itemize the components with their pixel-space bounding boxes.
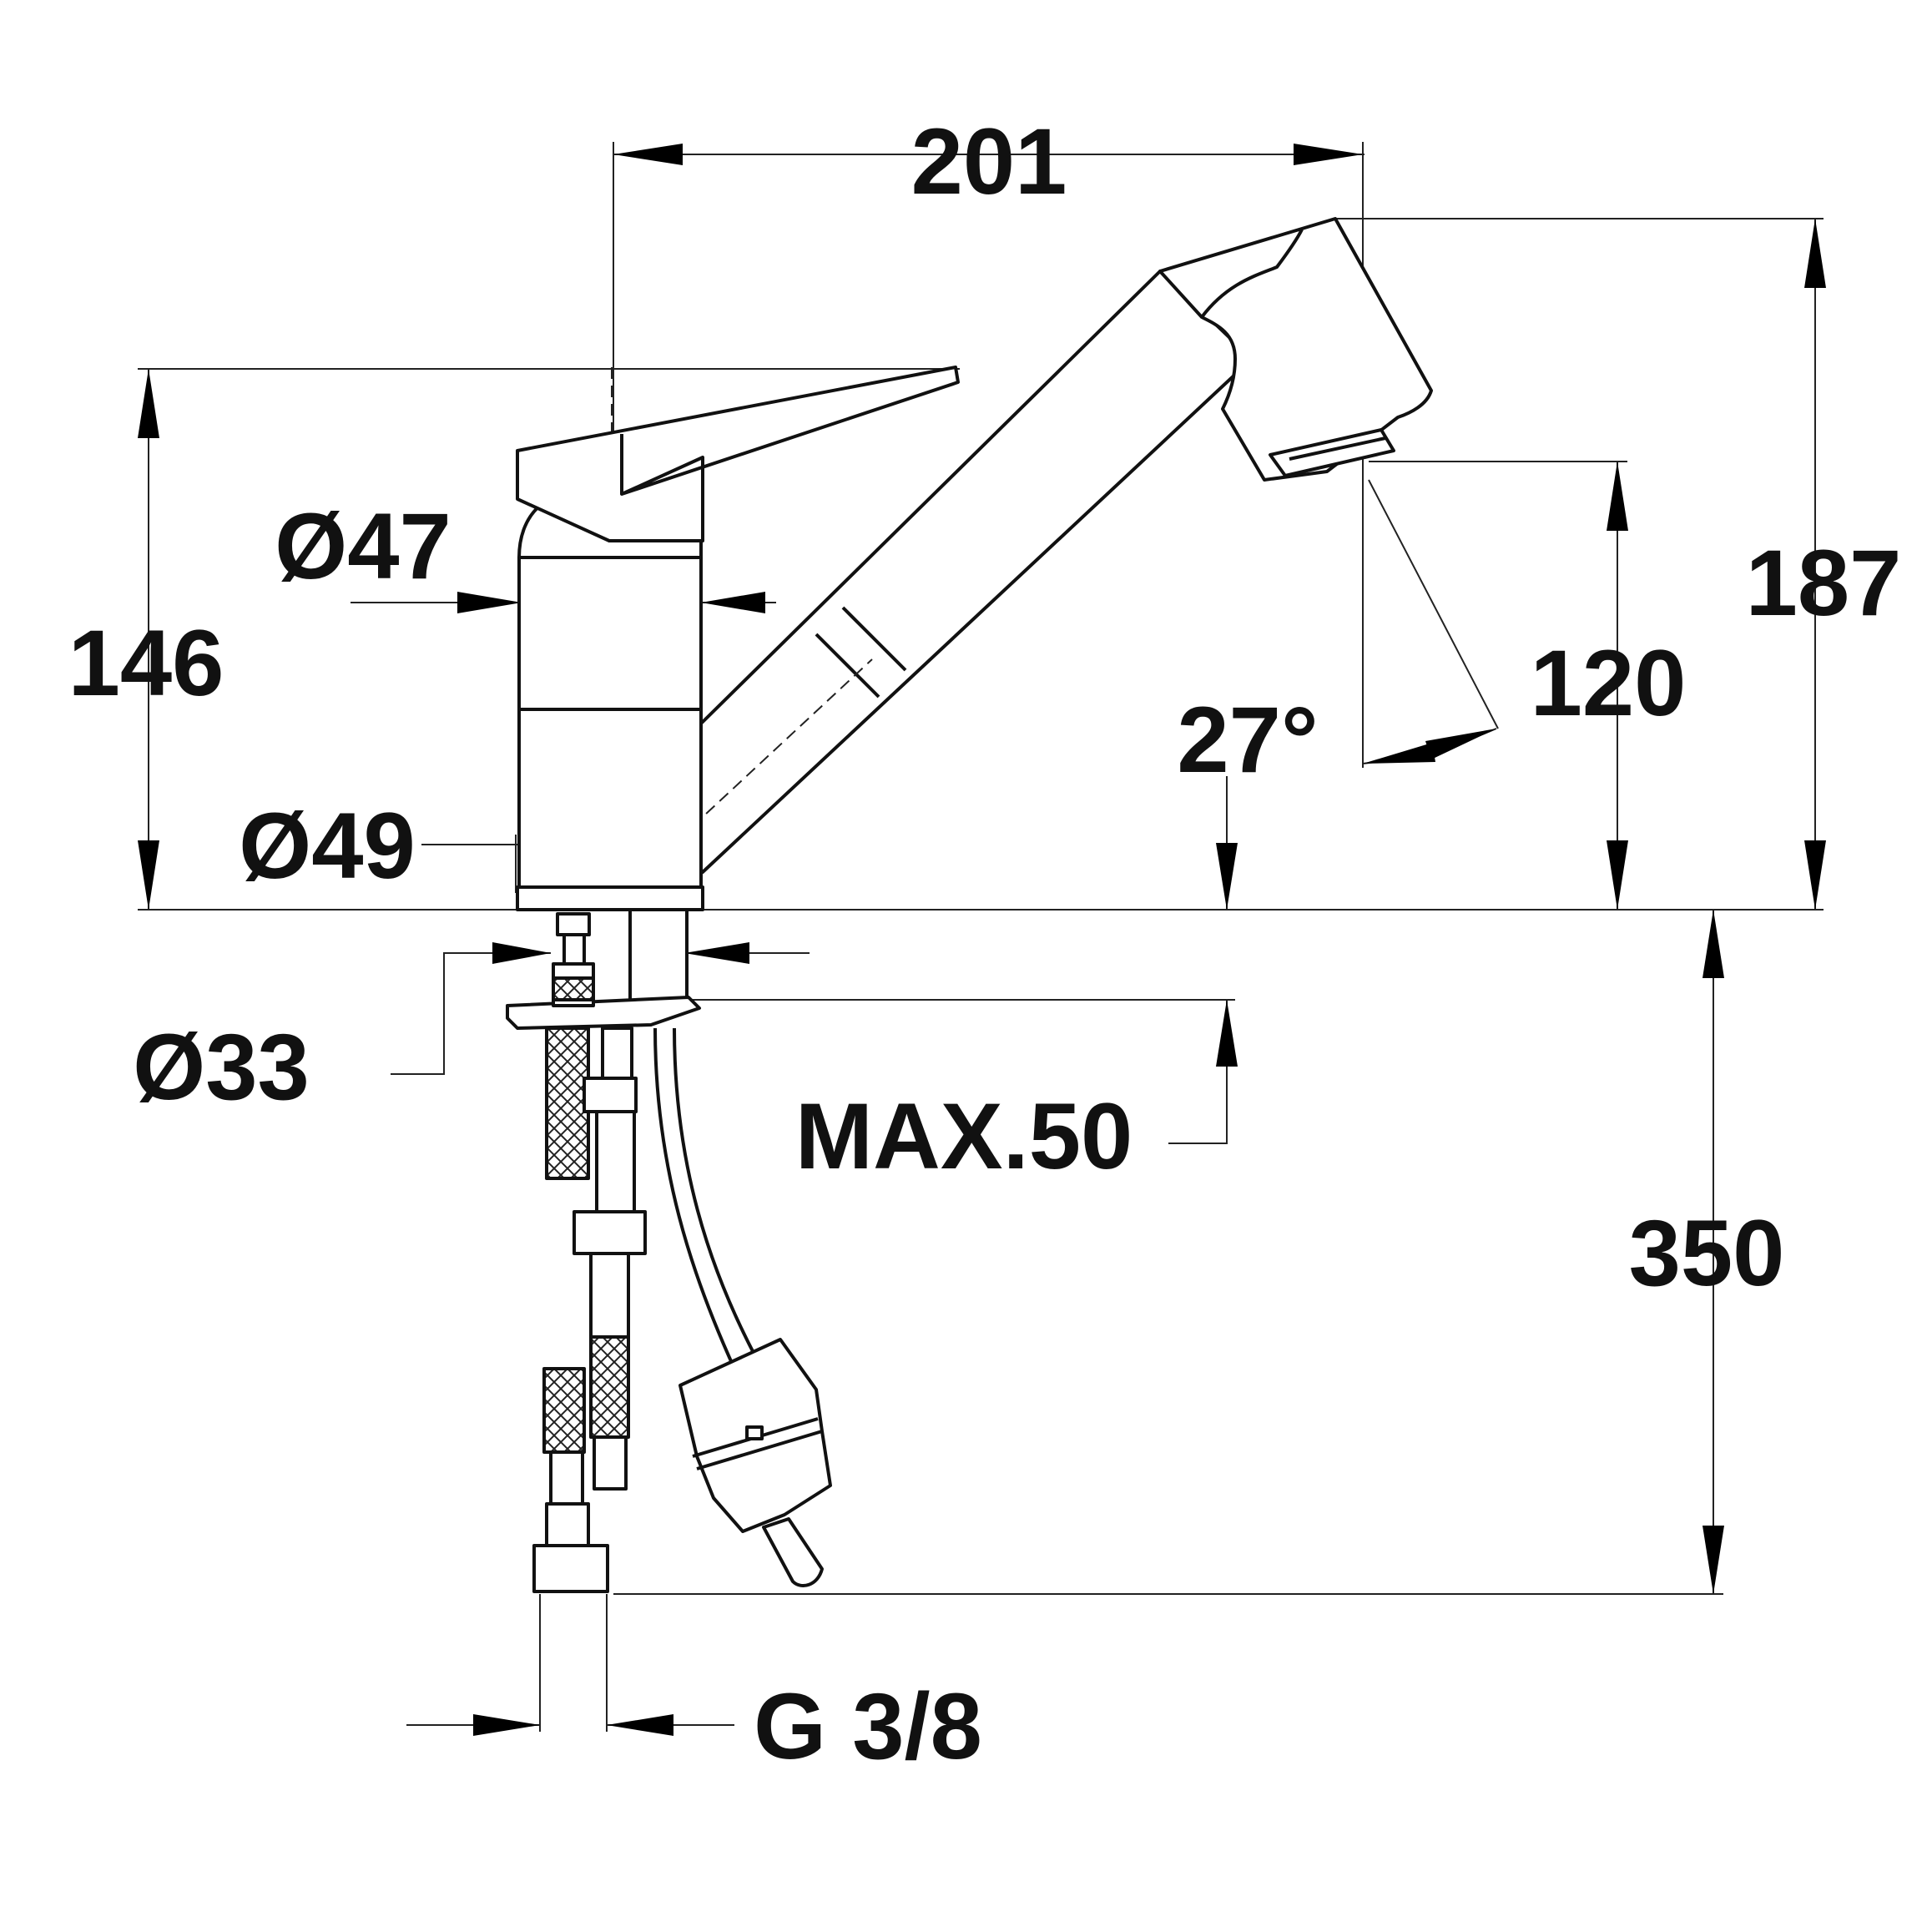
faucet bbox=[516, 217, 1433, 911]
label-thread-size: G 3/8 bbox=[754, 1674, 982, 1778]
height120-arrow-bottom bbox=[1607, 840, 1628, 910]
aerator bbox=[1269, 428, 1395, 477]
height187-arrow-top bbox=[1804, 219, 1826, 288]
under-counter-assembly bbox=[506, 908, 832, 1593]
hose-arrow-top bbox=[1702, 910, 1724, 978]
lever bbox=[516, 366, 960, 542]
width-arrow-right bbox=[1294, 144, 1363, 165]
shank bbox=[628, 908, 689, 1007]
pullout-hose-right-edge bbox=[673, 1027, 757, 1357]
supply-top-tube bbox=[562, 933, 586, 966]
label-base-diameter: Ø49 bbox=[239, 794, 416, 898]
label-spray-angle: 27° bbox=[1177, 688, 1318, 792]
base-ring bbox=[516, 885, 704, 911]
max50-arrow-up bbox=[1216, 1000, 1238, 1067]
hose-end-tail bbox=[762, 1517, 824, 1587]
height146-arrow-bottom bbox=[138, 840, 159, 910]
spray-head bbox=[1158, 217, 1433, 482]
dimension-labels: 201 187 120 146 27° Ø47 Ø49 Ø33 MAX.50 3… bbox=[68, 109, 1902, 1778]
d47-arrow-left bbox=[457, 592, 522, 613]
label-max-worktop: MAX.50 bbox=[795, 1084, 1133, 1188]
spout-arm bbox=[675, 270, 1254, 874]
supply-lower-tube bbox=[549, 1450, 584, 1506]
label-spout-height: 120 bbox=[1531, 631, 1687, 735]
aerator-ring bbox=[1289, 436, 1386, 461]
spout-band-2 bbox=[841, 606, 907, 672]
d33-arrow-left bbox=[492, 942, 551, 964]
d33-arrow-right bbox=[684, 942, 749, 964]
hose-arrow-bottom bbox=[1702, 1526, 1724, 1594]
supply-hose-left bbox=[545, 1027, 590, 1180]
angle-arrow-right bbox=[1425, 729, 1496, 759]
body-cylinder bbox=[517, 556, 703, 889]
label-handle-diameter: Ø47 bbox=[275, 494, 451, 598]
max50-leader bbox=[1168, 1000, 1228, 1144]
angle-ray bbox=[1368, 479, 1499, 729]
spout-band-1 bbox=[815, 633, 880, 699]
supply-hose-lower bbox=[542, 1367, 586, 1454]
supply-lower-collar bbox=[545, 1502, 590, 1547]
label-shank-diameter: Ø33 bbox=[133, 1015, 310, 1119]
supply-mesh-top bbox=[552, 976, 595, 1001]
supply-top-nut bbox=[556, 912, 591, 936]
width-arrow-left bbox=[613, 144, 683, 165]
height120-arrow-top bbox=[1607, 462, 1628, 531]
g38-arrow-right bbox=[607, 1714, 673, 1736]
pullout-hose-left-edge bbox=[653, 1027, 736, 1370]
counterweight-seam-2 bbox=[696, 1430, 823, 1470]
label-width: 201 bbox=[911, 109, 1067, 214]
label-total-height: 187 bbox=[1746, 531, 1902, 635]
g38-arrow-left bbox=[473, 1714, 540, 1736]
label-body-height: 146 bbox=[68, 611, 224, 715]
supply-end-nut bbox=[532, 1544, 609, 1593]
label-hose-length: 350 bbox=[1629, 1201, 1785, 1305]
center-pipe-mid bbox=[595, 1110, 636, 1213]
spray-head-crease bbox=[1200, 229, 1304, 319]
center-nut-1 bbox=[583, 1077, 638, 1113]
spout-hose-dash bbox=[692, 658, 873, 827]
counterweight-clip bbox=[745, 1425, 764, 1440]
center-nut-2 bbox=[573, 1210, 647, 1255]
height146-arrow-top bbox=[138, 369, 159, 438]
mounting-plate bbox=[506, 996, 701, 1030]
max50-arrow-down bbox=[1216, 843, 1238, 910]
center-braid bbox=[589, 1335, 630, 1439]
center-pipe-low bbox=[589, 1252, 630, 1339]
angle-arrow-left bbox=[1363, 743, 1435, 764]
dimension-lines bbox=[138, 142, 1826, 1736]
center-pipe-end bbox=[593, 1435, 628, 1491]
height187-arrow-bottom bbox=[1804, 840, 1826, 910]
d47-arrow-right bbox=[701, 592, 765, 613]
center-pipe-upper bbox=[601, 1027, 633, 1080]
